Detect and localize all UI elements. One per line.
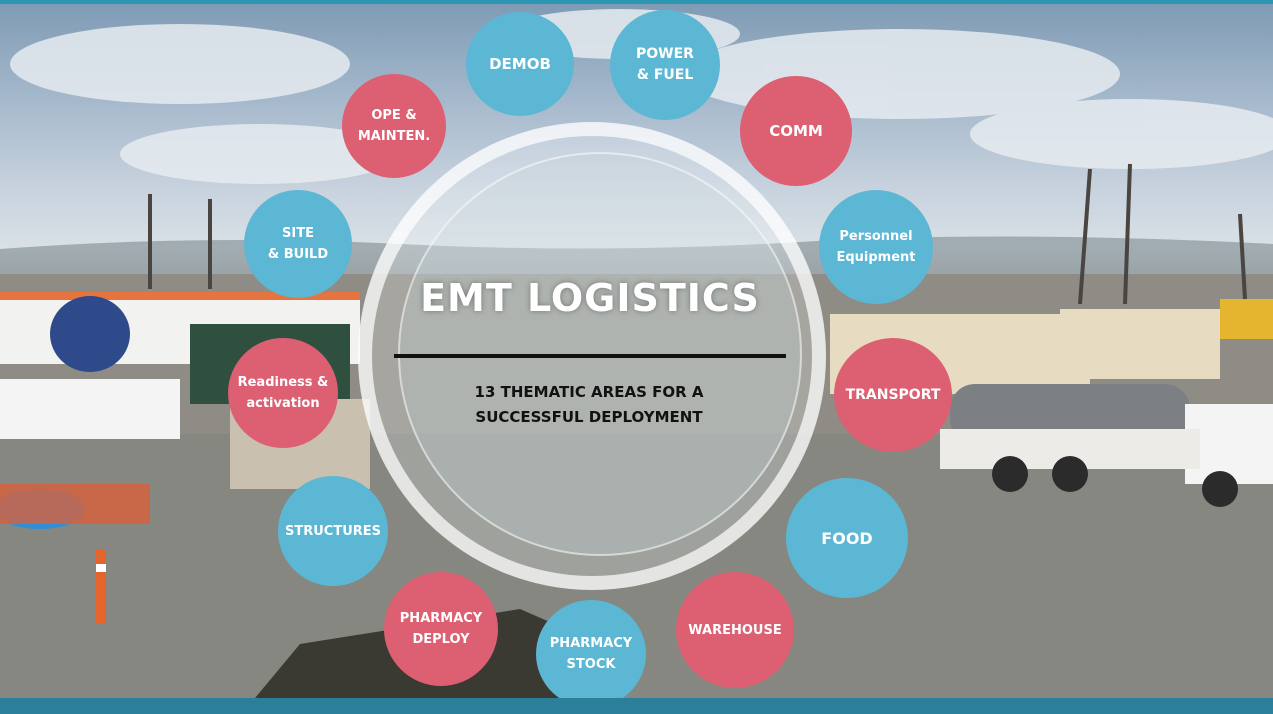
node-warehouse[interactable]: WAREHOUSE [676, 572, 794, 688]
node-ope-mainten-label: OPE & MAINTEN. [357, 108, 431, 144]
node-personnel-equipment[interactable]: Personnel Equipment [819, 190, 933, 304]
node-pharmacy-stock-label: PHARMACY STOCK [549, 636, 633, 672]
node-comm-label: COMM [769, 121, 823, 140]
node-structures-label: STRUCTURES [284, 523, 381, 539]
node-site-build-label: SITE & BUILD [267, 226, 329, 262]
node-demob[interactable]: DEMOB [466, 12, 574, 116]
top-accent-bar [0, 0, 1273, 4]
node-comm[interactable]: COMM [740, 76, 852, 186]
node-pharmacy-stock[interactable]: PHARMACY STOCK [536, 600, 646, 708]
node-power-fuel-label: POWER & FUEL [636, 46, 694, 83]
node-transport-label: TRANSPORT [845, 386, 941, 403]
node-demob-label: DEMOB [489, 54, 551, 73]
node-warehouse-label: WAREHOUSE [688, 622, 782, 638]
node-structures[interactable]: STRUCTURES [278, 476, 388, 586]
node-food[interactable]: FOOD [786, 478, 908, 598]
node-personnel-equipment-label: Personnel Equipment [836, 229, 916, 265]
bottom-accent-bar [0, 698, 1273, 714]
traffic-cone [96, 549, 106, 624]
node-site-build[interactable]: SITE & BUILD [244, 190, 352, 298]
title-divider [394, 354, 786, 358]
subtitle: 13 THEMATIC AREAS FOR A SUCCESSFUL DEPLO… [474, 383, 704, 426]
node-readiness-activation[interactable]: Readiness & activation [228, 338, 338, 448]
node-pharmacy-deploy-label: PHARMACY DEPLOY [399, 611, 483, 647]
node-ope-mainten[interactable]: OPE & MAINTEN. [342, 74, 446, 178]
node-readiness-activation-label: Readiness & activation [237, 375, 329, 411]
main-title: EMT LOGISTICS [420, 276, 760, 320]
node-pharmacy-deploy[interactable]: PHARMACY DEPLOY [384, 572, 498, 686]
node-food-label: FOOD [821, 528, 873, 548]
node-power-fuel[interactable]: POWER & FUEL [610, 10, 720, 120]
node-transport[interactable]: TRANSPORT [834, 338, 952, 452]
